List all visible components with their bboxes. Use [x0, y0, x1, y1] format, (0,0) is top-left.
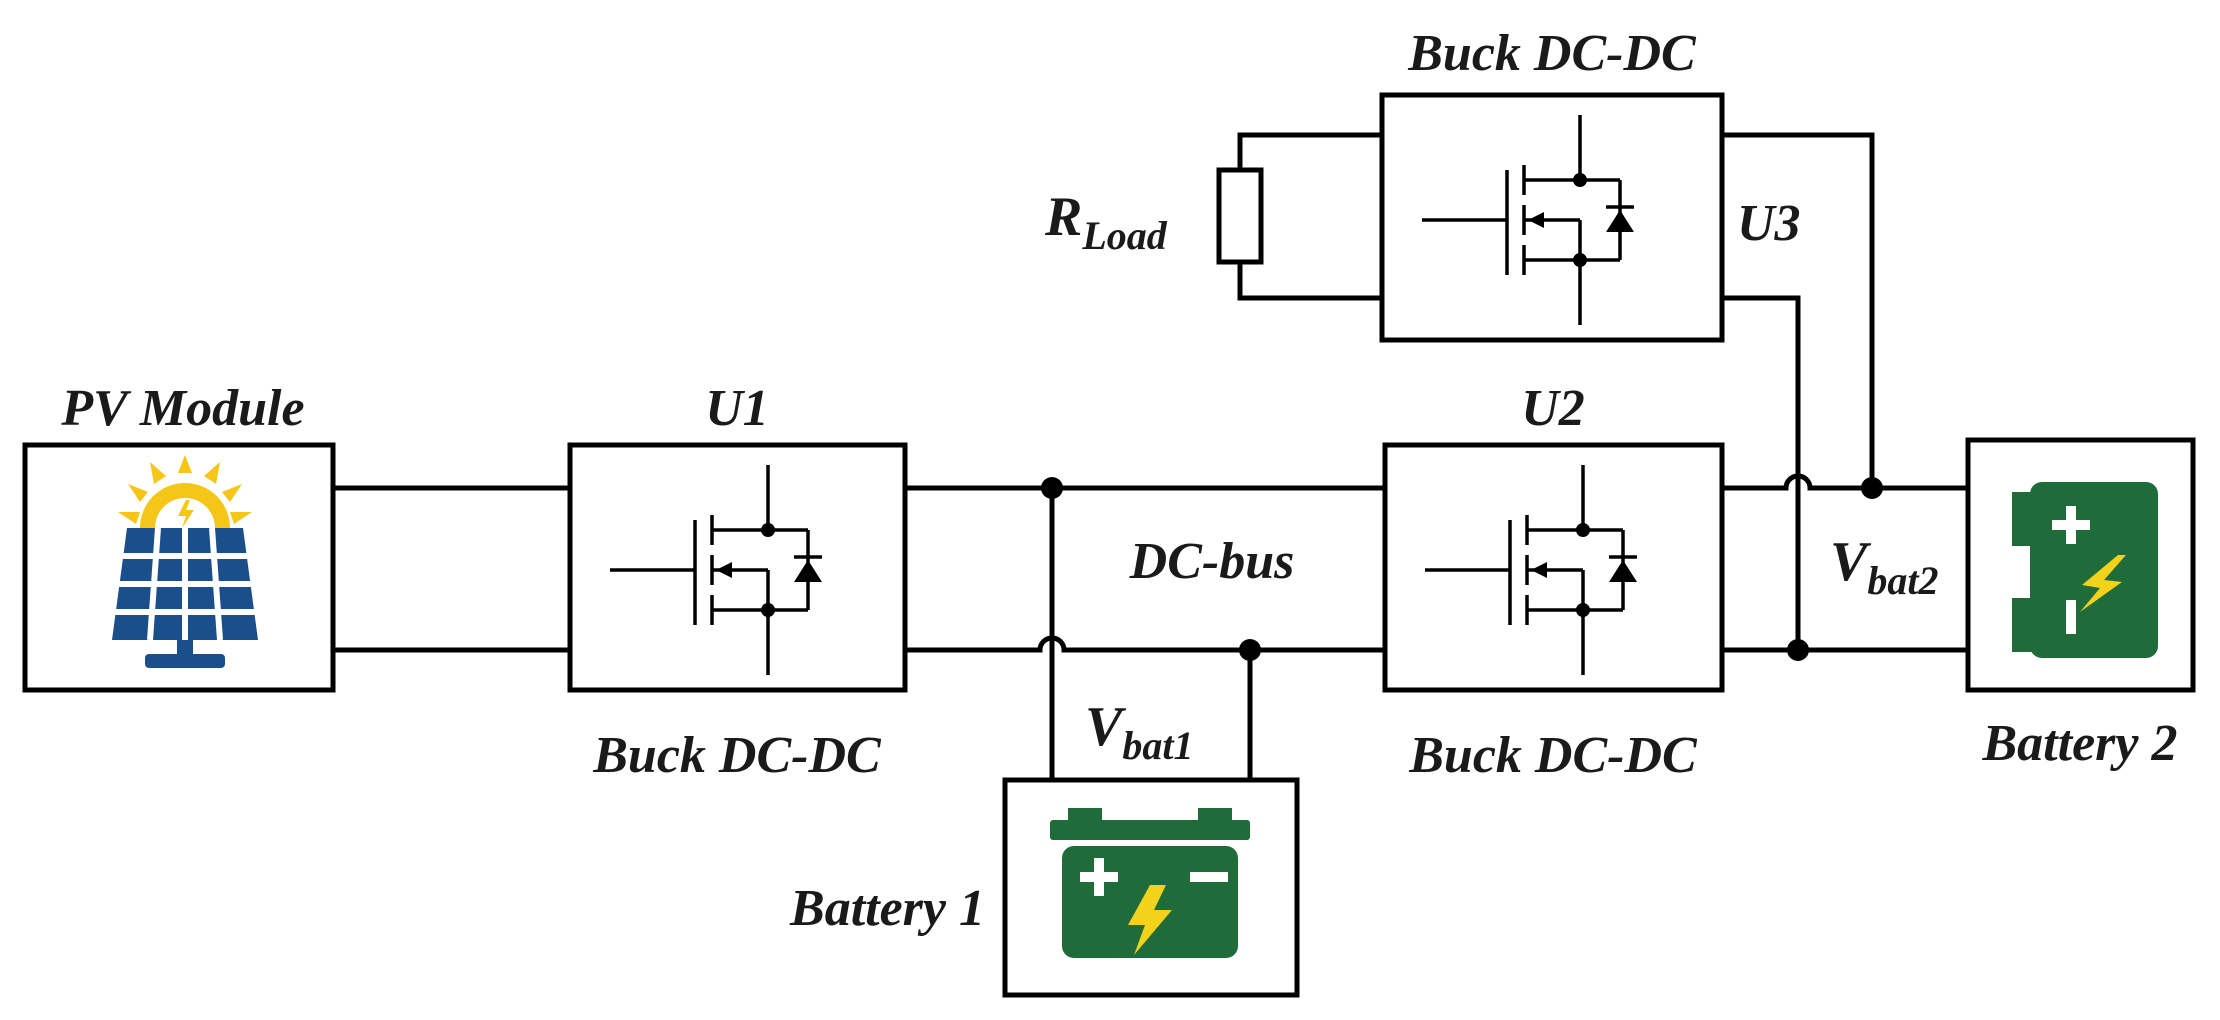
u2-label: U2 [1521, 380, 1585, 437]
battery-icon [1050, 808, 1250, 958]
pv-module-label: PV Module [60, 380, 304, 437]
vbat2-main: V [1830, 531, 1872, 593]
junction-dot [1239, 639, 1261, 661]
battery2-block [1965, 437, 2196, 693]
vbat1-sub: bat1 [1122, 723, 1193, 768]
wires [330, 132, 1971, 783]
pv-module-block [22, 442, 336, 693]
junction-dot [1041, 477, 1063, 499]
u1-label: U1 [705, 380, 769, 437]
vbat1-main: V [1085, 696, 1127, 758]
rload-sub: Load [1081, 213, 1167, 258]
junction-dots [1041, 477, 1883, 661]
battery1-block [1002, 777, 1300, 998]
solar-panel-icon [112, 455, 258, 668]
u1-type-label: Buck DC-DC [592, 727, 882, 784]
junction-dot [1787, 639, 1809, 661]
u3-label: U3 [1737, 195, 1801, 252]
battery-icon [2012, 482, 2158, 658]
resistor-icon [1216, 167, 1264, 265]
rload-main: R [1044, 186, 1082, 248]
vbat1-label: Vbat1 [1085, 696, 1193, 768]
u2-type-label: Buck DC-DC [1408, 727, 1698, 784]
rload-label: RLoad [1044, 186, 1168, 258]
vbat2-sub: bat2 [1867, 558, 1938, 603]
junction-dot [1861, 477, 1883, 499]
battery1-label: Battery 1 [789, 880, 985, 937]
u3-type-label: Buck DC-DC [1407, 25, 1697, 82]
dc-bus-label: DC-bus [1129, 533, 1295, 590]
u3-converter-block [1379, 92, 1725, 343]
vbat2-label: Vbat2 [1830, 531, 1938, 603]
u1-converter-block [567, 442, 908, 693]
battery2-label: Battery 2 [1982, 715, 2178, 772]
u2-converter-block [1382, 442, 1725, 693]
